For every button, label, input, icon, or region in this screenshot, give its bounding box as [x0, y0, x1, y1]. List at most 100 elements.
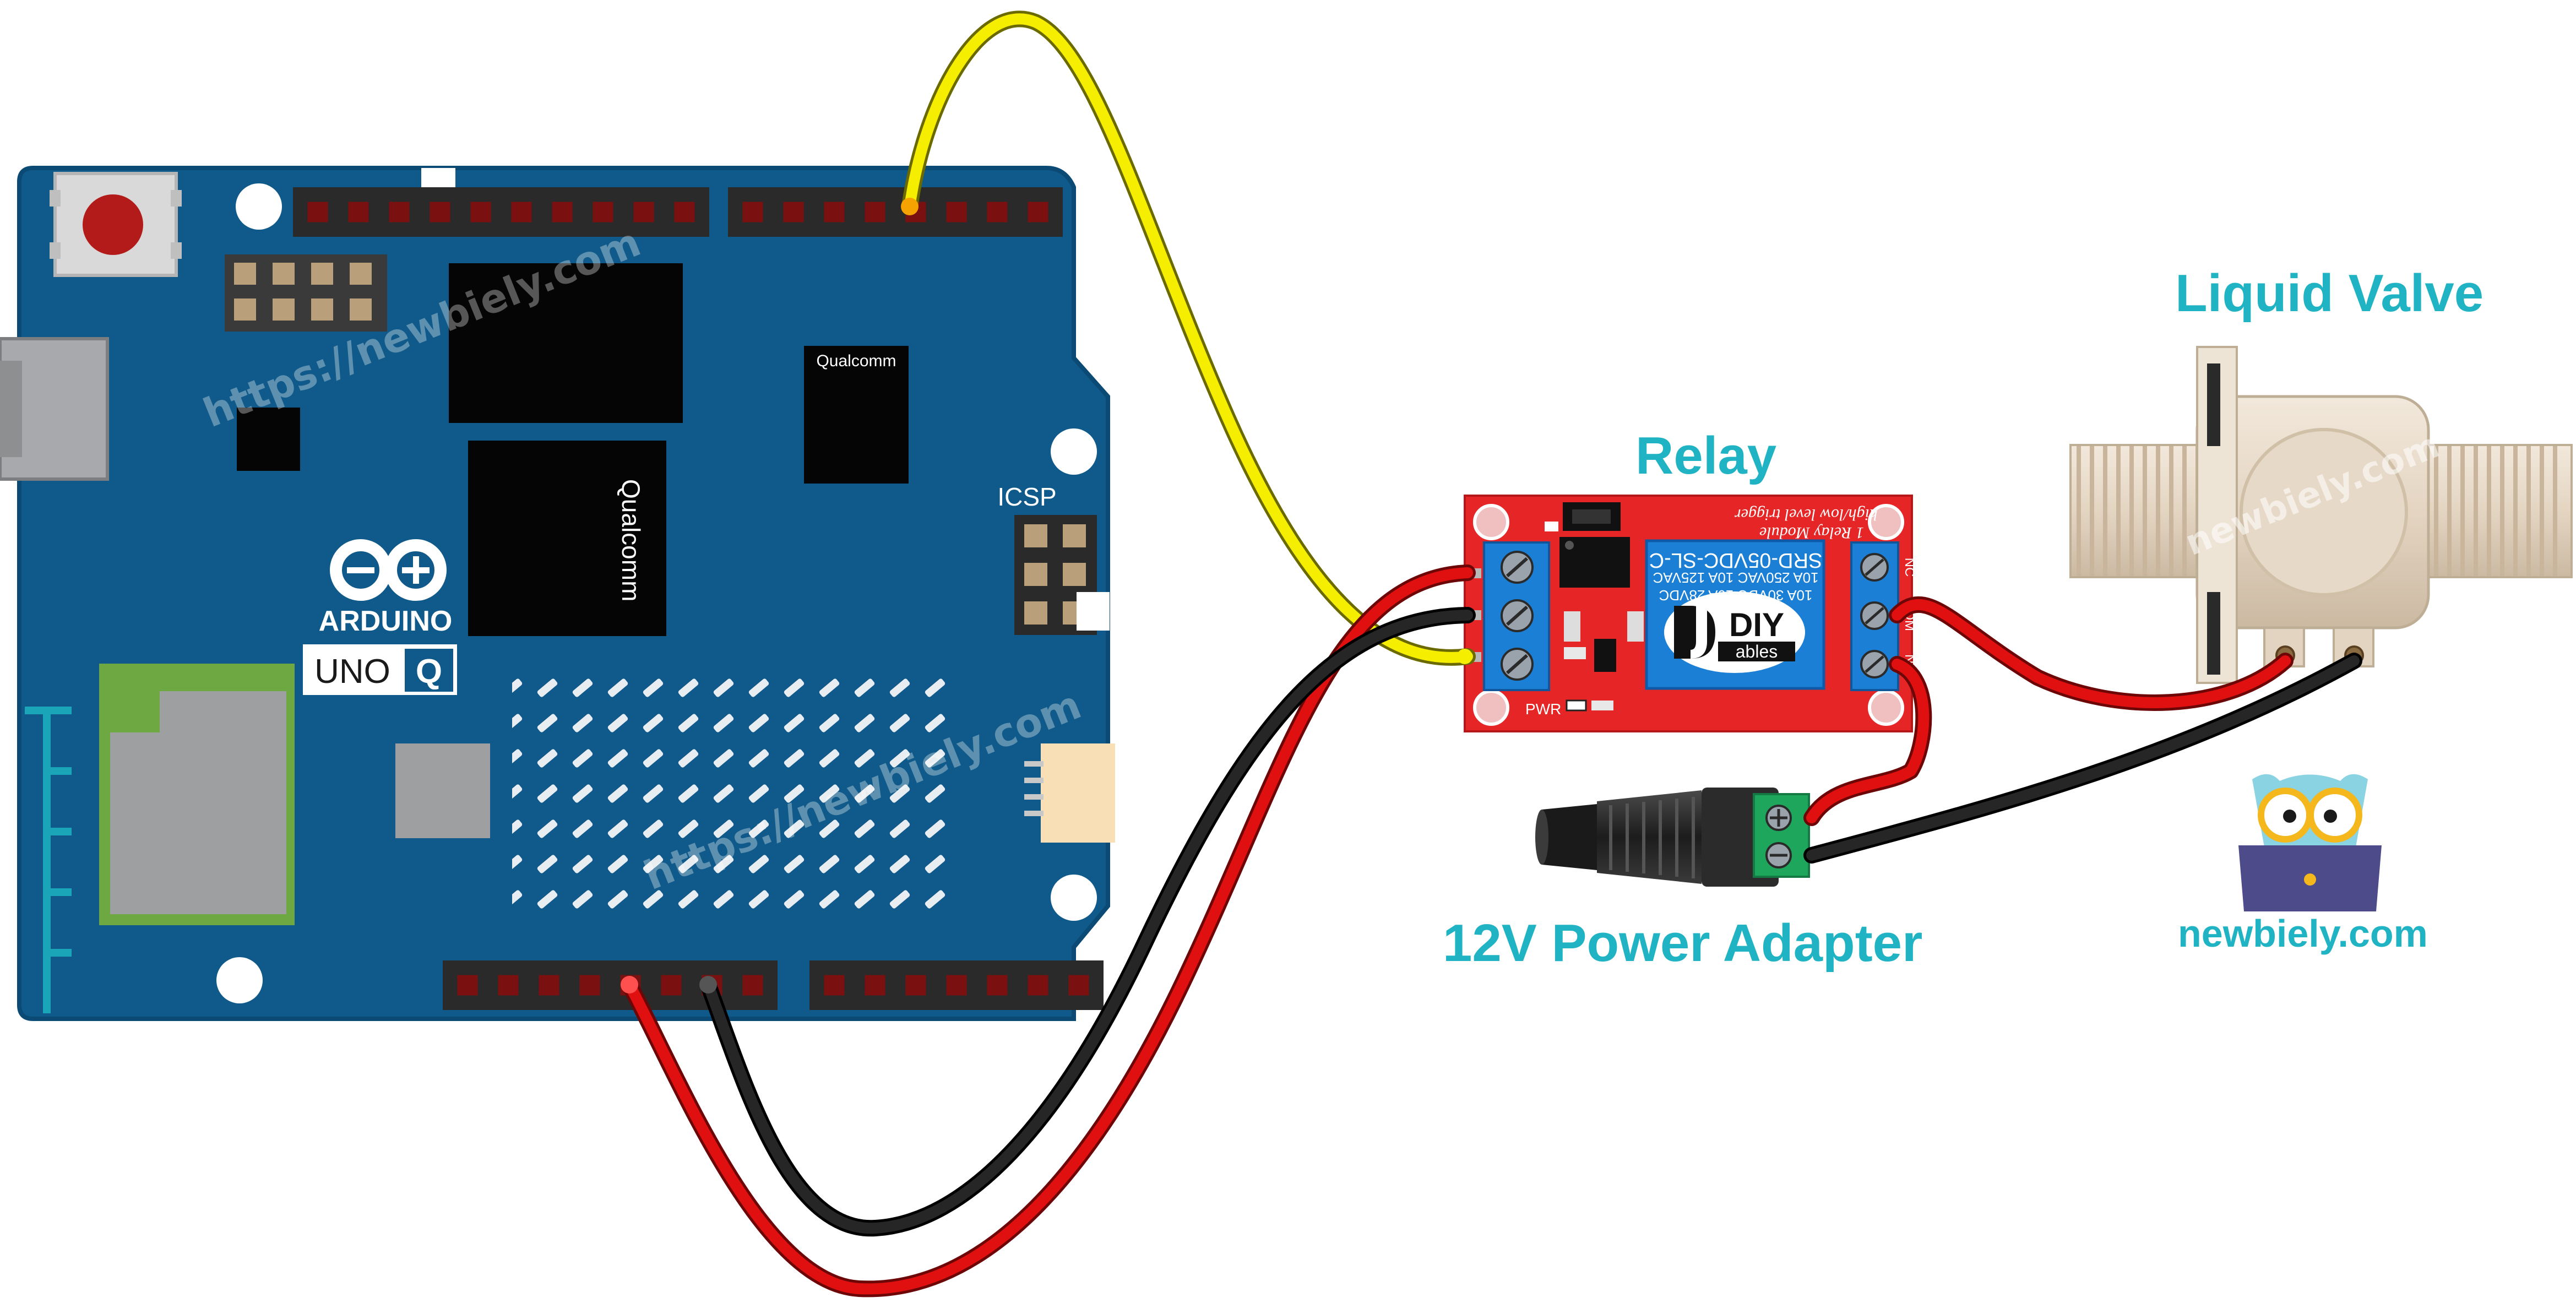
header-pin	[234, 298, 256, 321]
qualcomm-chip-main	[468, 441, 666, 636]
bottom-header-right	[809, 960, 1104, 1010]
relay-pin-label: NC	[1902, 558, 1917, 577]
header-pin	[539, 975, 559, 996]
screw-icon	[1860, 553, 1889, 582]
header-pin	[865, 202, 885, 222]
screw-icon	[1501, 551, 1534, 584]
side-connector	[1024, 743, 1115, 843]
wires	[621, 10, 2362, 1297]
screw-icon	[1765, 842, 1792, 868]
relay-module-title: 1 Relay Module	[1759, 524, 1864, 542]
wire-signal-yellow	[904, 13, 1473, 663]
arduino-logo	[330, 539, 447, 601]
header-pin	[1024, 563, 1047, 586]
arduino-model: UNO	[314, 653, 390, 691]
jack-body	[1597, 790, 1702, 884]
owl-icon	[2238, 774, 2382, 911]
header-pin	[1068, 975, 1089, 996]
header-pin	[350, 298, 372, 321]
header-pin	[824, 202, 845, 222]
header-pin	[905, 975, 926, 996]
header-pin	[593, 202, 613, 222]
arduino-uno-q-board: ICSP Qualcomm Qualcomm ARDUINO UNO Q	[0, 166, 1115, 1021]
mount-hole	[216, 957, 263, 1003]
header-pin	[389, 202, 410, 222]
header-pin	[1063, 563, 1086, 586]
diyables-logo	[1664, 591, 1805, 673]
relay-rating-line: 10A 250VAC 10A 125VAC	[1653, 569, 1818, 586]
header-pin	[824, 975, 845, 996]
header-pin	[579, 975, 600, 996]
antenna-trace	[25, 707, 72, 1013]
screw-icon	[1860, 601, 1889, 630]
screw-icon	[1501, 648, 1534, 681]
header-pin	[430, 202, 450, 222]
header-pin	[783, 202, 804, 222]
valve-coil-cap	[2240, 428, 2408, 596]
header-pin	[1063, 524, 1086, 547]
header-pin	[865, 975, 885, 996]
relay-module-subtitle: high/low level trigger	[1735, 506, 1878, 524]
header-pin	[498, 975, 519, 996]
header-pin	[661, 975, 682, 996]
header-pin	[311, 298, 333, 321]
screw-icon	[1765, 805, 1792, 831]
header-pin	[946, 202, 967, 222]
header-pin	[674, 202, 695, 222]
site-label: newbiely.com	[2178, 912, 2428, 955]
small-pin-header	[225, 254, 387, 332]
qualcomm-chip-label: Qualcomm	[617, 479, 645, 601]
header-pin	[273, 263, 295, 285]
qualcomm-chip-right	[804, 346, 909, 484]
header-pin	[1028, 202, 1048, 222]
chip-small	[237, 408, 300, 471]
wire-gnd-black	[703, 610, 1473, 1234]
valve-thread-right	[2411, 444, 2573, 578]
header-pin	[1024, 524, 1047, 547]
diyables-logo-main: DIY	[1729, 606, 1784, 643]
header-housing	[728, 187, 1063, 237]
header-pin	[511, 202, 532, 222]
icsp-label: ICSP	[997, 482, 1056, 511]
mount-hole	[1051, 428, 1097, 475]
header-pin	[470, 202, 491, 222]
header-pin	[987, 202, 1008, 222]
header-pin	[742, 202, 763, 222]
top-header-left	[293, 187, 709, 237]
grey-component	[395, 743, 490, 838]
wire-adapter-black	[1806, 655, 2360, 861]
header-pin	[234, 263, 256, 285]
mount-hole	[236, 183, 282, 230]
header-pin	[1024, 601, 1047, 625]
mount-hole	[1051, 875, 1097, 921]
top-header-right	[728, 187, 1063, 237]
header-pin	[987, 975, 1008, 996]
header-pin	[457, 975, 478, 996]
power-adapter-jack	[1535, 788, 1810, 887]
header-pin	[273, 298, 295, 321]
wifi-module	[99, 664, 295, 925]
qualcomm-chip-label: Qualcomm	[816, 352, 896, 370]
header-housing	[443, 960, 778, 1010]
relay-label: Relay	[1635, 426, 1777, 485]
header-pin	[350, 263, 372, 285]
header-pin	[1028, 975, 1048, 996]
chip-large	[449, 263, 683, 423]
vent-grid	[512, 672, 947, 914]
pwr-label: PWR	[1525, 701, 1561, 718]
wire-adapter-red	[1806, 659, 1930, 823]
bottom-header-left	[443, 960, 778, 1010]
arduino-model-suffix: Q	[416, 653, 442, 691]
header-pin	[946, 975, 967, 996]
header-pin	[742, 975, 763, 996]
screw-icon	[1860, 650, 1889, 678]
reset-button	[50, 172, 182, 277]
diyables-logo-sub: ables	[1736, 642, 1778, 661]
screw-icon	[1501, 599, 1534, 632]
header-pin	[311, 263, 333, 285]
relay-module: PWR 1 Relay Module high/low level trigge…	[1464, 495, 1917, 732]
wire-valve-red	[1892, 599, 2291, 708]
power-adapter-label: 12V Power Adapter	[1443, 914, 1923, 973]
arduino-brand: ARDUINO	[319, 605, 453, 637]
liquid-valve-label: Liquid Valve	[2175, 264, 2484, 323]
